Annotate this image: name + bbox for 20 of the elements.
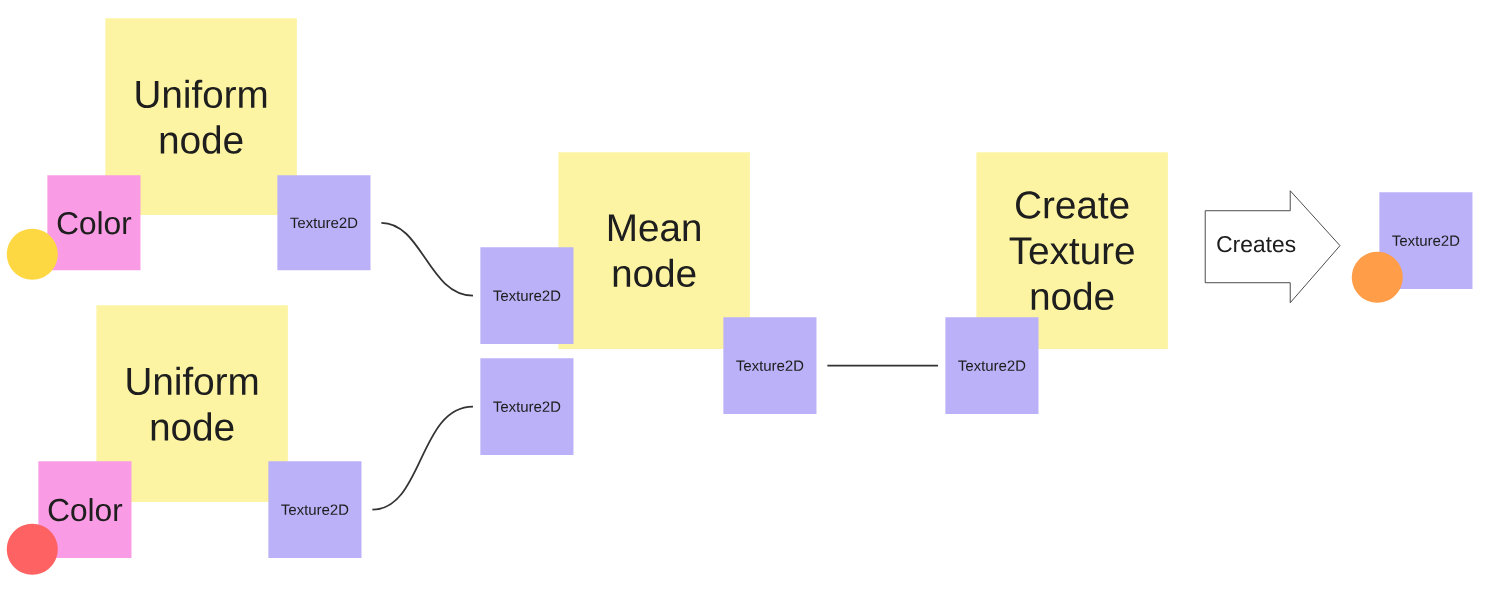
sticky-note: Create Texture node <box>976 152 1168 350</box>
sticky-note: Uniform node <box>96 305 288 503</box>
sticky-note: Uniform node <box>105 18 297 216</box>
sticky-note: Texture2D <box>723 317 817 414</box>
edge-label: Creates <box>1217 236 1296 253</box>
dot <box>1351 251 1403 303</box>
dot <box>6 523 58 575</box>
dot <box>6 228 58 280</box>
sticky-note: Texture2D <box>268 461 362 558</box>
sticky-note: Color <box>38 461 132 558</box>
connector-curve <box>826 364 939 367</box>
sticky-note: Texture2D <box>277 175 371 271</box>
sticky-note: Texture2D <box>480 358 574 455</box>
connector-curve <box>371 405 474 511</box>
sticky-note: Color <box>47 175 141 271</box>
sticky-note: Texture2D <box>1379 192 1473 289</box>
connector-curve <box>380 221 474 297</box>
sticky-note: Texture2D <box>480 247 574 344</box>
sticky-note: Texture2D <box>945 317 1039 414</box>
block-arrow <box>1204 190 1341 304</box>
